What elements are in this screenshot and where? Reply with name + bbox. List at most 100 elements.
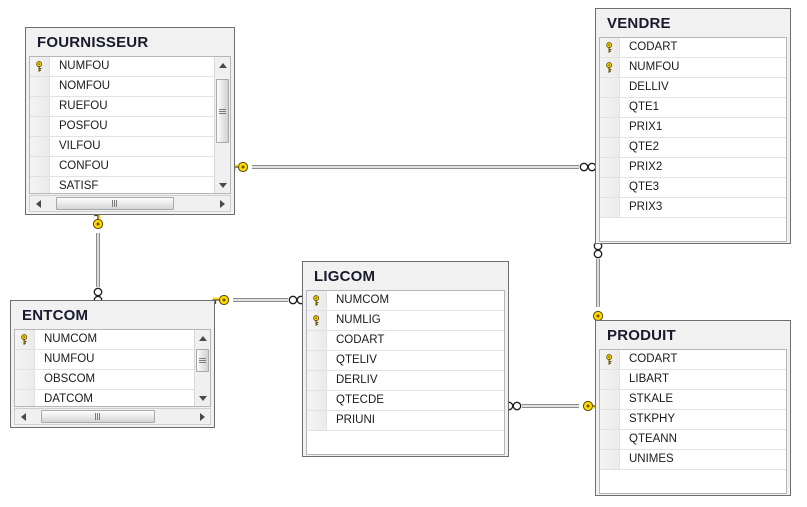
scroll-down-arrow-icon[interactable]: [194, 390, 210, 406]
field-name: QTE2: [629, 141, 660, 153]
field-row[interactable]: CODART: [600, 350, 786, 370]
field-row[interactable]: POSFOU: [30, 117, 216, 137]
field-name: DERLIV: [336, 374, 378, 386]
horizontal-scroll-track[interactable]: [46, 196, 214, 211]
field-gutter: [600, 118, 620, 137]
field-name: POSFOU: [59, 120, 108, 132]
field-row[interactable]: QTELIV: [307, 351, 504, 371]
field-row[interactable]: PRIX3: [600, 198, 786, 218]
field-row[interactable]: QTECDE: [307, 391, 504, 411]
rel-produit-vendre[interactable]: [592, 241, 604, 328]
horizontal-scroll-thumb[interactable]: [56, 197, 174, 210]
field-row[interactable]: PRIUNI: [307, 411, 504, 431]
horizontal-scrollbar-entcom[interactable]: [14, 408, 211, 425]
field-row[interactable]: DATCOM: [15, 390, 196, 406]
entity-table-fournisseur[interactable]: FOURNISSEUR NUMFOU NOMFOU RUEFOU POSFOU VILFO…: [25, 27, 235, 215]
field-gutter: [600, 98, 620, 117]
field-row[interactable]: NUMFOU: [600, 58, 786, 78]
rel-produit-ligcom[interactable]: [504, 400, 600, 412]
field-row[interactable]: RUEFOU: [30, 97, 216, 117]
field-gutter: [15, 390, 35, 406]
field-gutter: [600, 430, 620, 449]
field-name-empty: [327, 431, 504, 451]
primary-key-icon: [307, 311, 327, 330]
field-row[interactable]: PRIX2: [600, 158, 786, 178]
scroll-thumb-grip-icon: [95, 413, 101, 420]
field-row[interactable]: DELLIV: [600, 78, 786, 98]
field-row[interactable]: PRIX1: [600, 118, 786, 138]
horizontal-scroll-thumb[interactable]: [41, 410, 155, 423]
vertical-scroll-thumb[interactable]: [195, 349, 209, 372]
field-name: NUMCOM: [44, 333, 98, 345]
field-row[interactable]: OBSCOM: [15, 370, 196, 390]
field-name: NUMCOM: [336, 294, 390, 306]
horizontal-scroll-track[interactable]: [31, 409, 194, 424]
field-row[interactable]: DERLIV: [307, 371, 504, 391]
rel-entcom-ligcom[interactable]: [212, 294, 306, 306]
field-row[interactable]: STKALE: [600, 390, 786, 410]
field-row[interactable]: NUMCOM: [15, 330, 196, 350]
vertical-scroll-track[interactable]: [214, 73, 230, 177]
field-name: STKALE: [629, 393, 674, 405]
scroll-right-arrow-icon[interactable]: [214, 196, 230, 211]
field-row[interactable]: NUMLIG: [307, 311, 504, 331]
table-title-vendre: VENDRE: [607, 15, 671, 32]
scroll-down-arrow-icon[interactable]: [214, 177, 230, 193]
field-row[interactable]: STKPHY: [600, 410, 786, 430]
scroll-left-arrow-icon[interactable]: [15, 409, 31, 424]
field-row[interactable]: NUMCOM: [307, 291, 504, 311]
field-name: CONFOU: [59, 160, 109, 172]
field-name: QTELIV: [336, 354, 377, 366]
scroll-up-arrow-icon[interactable]: [194, 330, 210, 346]
field-gutter: [307, 351, 327, 370]
field-row[interactable]: NOMFOU: [30, 77, 216, 97]
horizontal-scrollbar-fournisseur[interactable]: [29, 195, 231, 212]
field-row[interactable]: VILFOU: [30, 137, 216, 157]
vertical-scrollbar-fournisseur[interactable]: [214, 57, 230, 193]
scroll-up-arrow-icon[interactable]: [214, 57, 230, 73]
primary-key-icon: [307, 291, 327, 310]
field-row[interactable]: UNIMES: [600, 450, 786, 470]
vertical-scrollbar-entcom[interactable]: [194, 330, 210, 406]
rel-fournisseur-entcom[interactable]: [92, 212, 104, 305]
scroll-right-arrow-icon[interactable]: [194, 409, 210, 424]
relationship-many-marker-to: [593, 241, 603, 259]
field-row[interactable]: QTE2: [600, 138, 786, 158]
field-row[interactable]: CONFOU: [30, 157, 216, 177]
relationship-key-marker-from: [212, 294, 230, 306]
table-title-fournisseur: FOURNISSEUR: [37, 34, 149, 51]
field-name: NUMFOU: [59, 60, 110, 72]
field-row[interactable]: SATISF: [30, 177, 216, 193]
field-row[interactable]: QTE3: [600, 178, 786, 198]
scroll-left-arrow-icon[interactable]: [30, 196, 46, 211]
field-row-empty: [600, 218, 786, 238]
field-row[interactable]: QTE1: [600, 98, 786, 118]
field-name: RUEFOU: [59, 100, 108, 112]
field-name: QTECDE: [336, 394, 384, 406]
field-gutter: [30, 117, 50, 136]
rel-fournisseur-vendre[interactable]: [231, 161, 597, 173]
field-name: PRIX2: [629, 161, 663, 173]
field-row[interactable]: LIBART: [600, 370, 786, 390]
field-row[interactable]: NUMFOU: [30, 57, 216, 77]
vertical-scroll-track[interactable]: [194, 346, 210, 390]
fields-frame-fournisseur[interactable]: NUMFOU NOMFOU RUEFOU POSFOU VILFOU CONFOU SATI…: [29, 56, 231, 194]
field-row[interactable]: QTEANN: [600, 430, 786, 450]
field-gutter: [15, 370, 35, 389]
relationship-key-marker-from: [92, 212, 104, 230]
field-gutter: [600, 370, 620, 389]
field-row[interactable]: CODART: [307, 331, 504, 351]
field-row[interactable]: CODART: [600, 38, 786, 58]
field-row-empty: [600, 470, 786, 490]
vertical-scroll-thumb[interactable]: [215, 79, 229, 143]
field-row[interactable]: NUMFOU: [15, 350, 196, 370]
